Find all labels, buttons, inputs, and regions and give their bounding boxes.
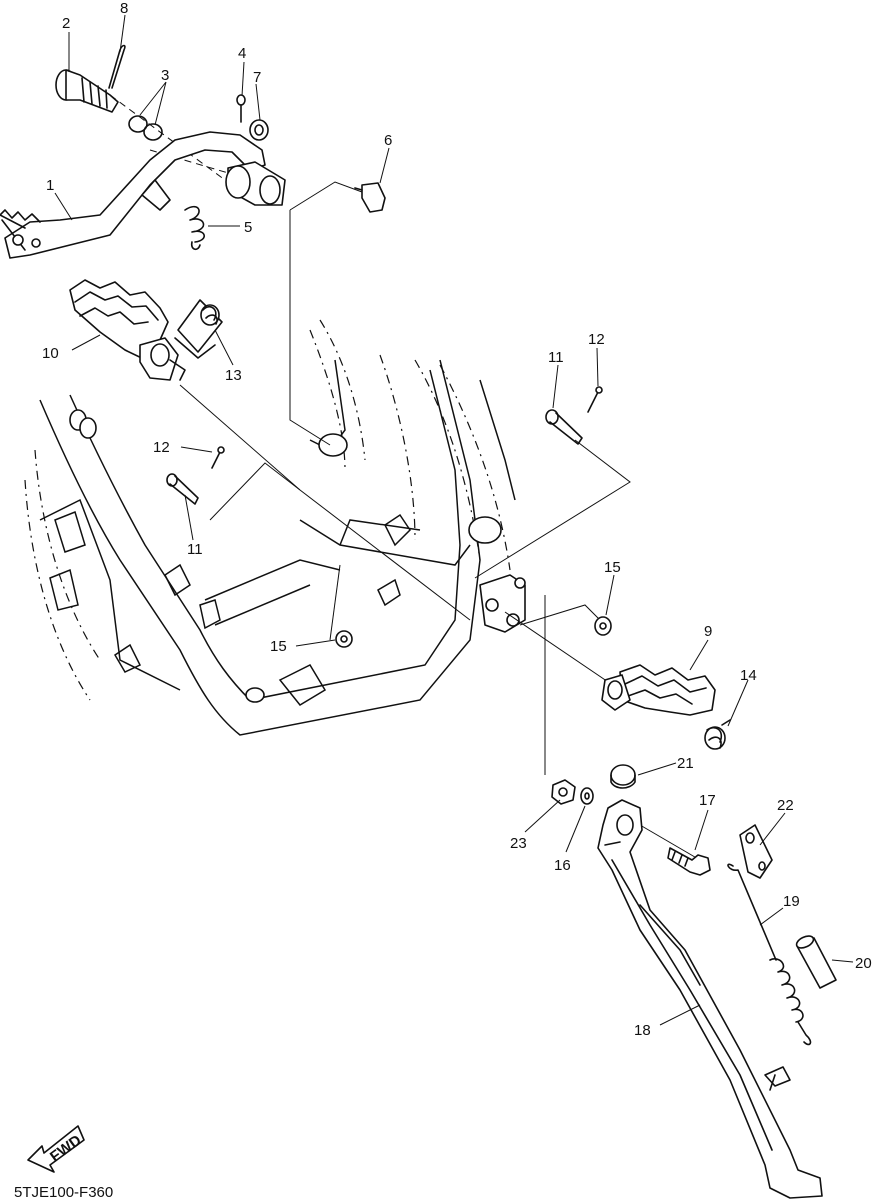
callout-6: 6 — [384, 132, 392, 149]
callout-12-right: 12 — [588, 331, 605, 348]
callout-11-right: 11 — [548, 349, 564, 366]
callout-8: 8 — [120, 0, 128, 17]
pivot-shaft — [55, 69, 119, 113]
diagram-code: 5TJE100-F360 — [14, 1184, 113, 1201]
frame — [24, 319, 526, 736]
callout-labels: 2 8 3 4 7 6 5 1 10 13 12 11 11 12 15 15 … — [42, 0, 872, 1039]
sidestand — [597, 799, 823, 1199]
callout-7: 7 — [253, 69, 261, 86]
callout-11-left: 11 — [187, 541, 203, 558]
callout-14: 13 — [225, 367, 242, 384]
callout-9: 9 — [704, 623, 712, 640]
cotter-pin — [108, 44, 126, 89]
left-footrest-pin — [166, 446, 225, 505]
sidestand-spring — [727, 863, 812, 1046]
washer — [249, 119, 269, 141]
assembly-lines — [109, 94, 701, 861]
sidestand-collar — [610, 764, 636, 789]
callout-leaders — [54, 14, 854, 1026]
clevis-pin — [354, 182, 386, 213]
callout-17: 19 — [783, 893, 800, 910]
spring-cover — [795, 935, 837, 989]
collars — [335, 616, 612, 648]
right-footrest-pin — [545, 386, 603, 445]
nut — [551, 779, 576, 805]
callout-1: 1 — [46, 177, 54, 194]
callout-21: 21 — [677, 755, 694, 772]
callout-20: 16 — [554, 857, 571, 874]
callout-3: 3 — [161, 67, 169, 84]
callout-19: 17 — [699, 792, 716, 809]
callout-15-right: 15 — [604, 559, 621, 576]
callout-15-left: 15 — [270, 638, 287, 655]
return-spring — [184, 205, 205, 251]
callout-13: 14 — [740, 667, 757, 684]
footrest-spring — [174, 299, 223, 359]
right-footrest — [601, 664, 716, 716]
callout-22: 22 — [777, 797, 794, 814]
o-rings — [128, 115, 163, 141]
left-footrest — [69, 279, 186, 381]
brake-pedal — [0, 131, 286, 259]
callout-16: 18 — [634, 1022, 651, 1039]
right-footrest-spring — [704, 719, 731, 750]
spring-plate — [739, 824, 773, 879]
pin — [236, 94, 246, 123]
callout-4: 4 — [238, 45, 246, 62]
sidestand-bolt — [667, 847, 711, 876]
callout-10: 10 — [42, 345, 59, 362]
callout-18: 20 — [855, 955, 872, 972]
callout-2: 2 — [62, 15, 70, 32]
fwd-arrow-icon: FWD — [27, 1125, 85, 1173]
callout-12-left: 12 — [153, 439, 170, 456]
callout-23: 23 — [510, 835, 527, 852]
callout-5: 5 — [244, 219, 252, 236]
sidestand-washer — [580, 787, 594, 805]
